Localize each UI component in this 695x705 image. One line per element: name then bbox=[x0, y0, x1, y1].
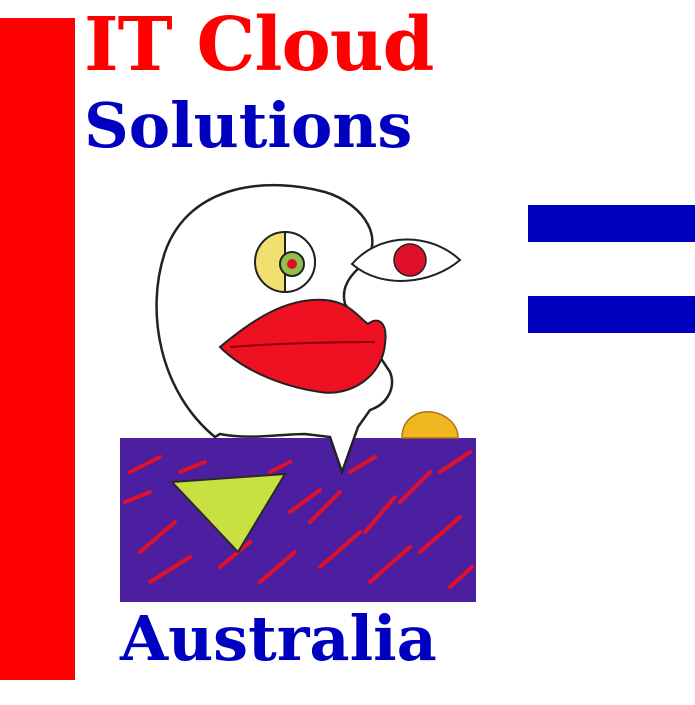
logo-painting bbox=[120, 183, 476, 602]
painting-sun bbox=[401, 411, 459, 439]
red-accent-bar bbox=[0, 18, 75, 680]
painting-triangle bbox=[169, 472, 287, 554]
hamburger-line-bottom bbox=[528, 296, 695, 333]
painting-lips bbox=[218, 298, 387, 394]
painting-purple-ground bbox=[120, 438, 476, 602]
logo-title-line1: IT Cloud bbox=[84, 2, 434, 88]
logo-title-line3: Australia bbox=[120, 602, 437, 675]
hamburger-line-top bbox=[528, 205, 695, 242]
hamburger-menu-icon[interactable] bbox=[528, 205, 695, 335]
logo-title-line2: Solutions bbox=[84, 89, 413, 162]
